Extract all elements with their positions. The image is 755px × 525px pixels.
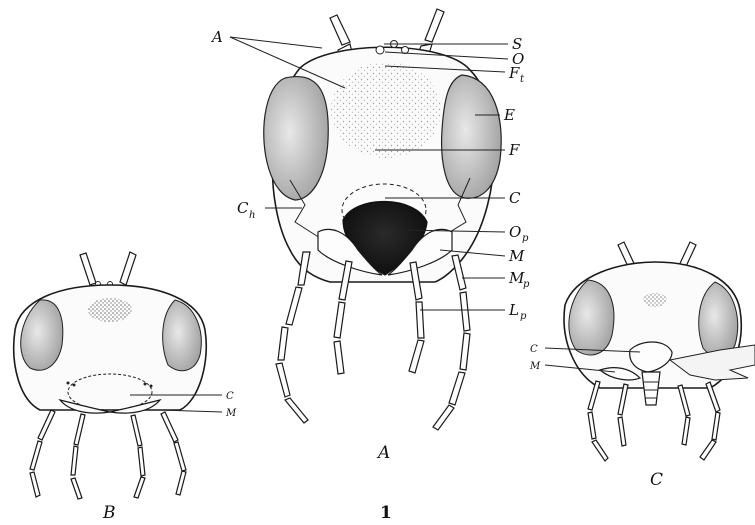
label-op: O [509,223,521,241]
figure-number: 1 [380,503,392,523]
label-ft-sub: t [520,74,525,85]
view-a-left-eye [264,77,328,200]
view-c-label-m: M [529,361,541,372]
label-ch-sub: h [249,210,255,221]
view-a-head [264,9,501,430]
view-a-frons-stipple [331,62,441,158]
view-b-label-c: C [226,391,234,402]
caption-view-b: B [102,503,116,523]
label-f: F [508,141,520,159]
view-c-head: C M [529,242,755,461]
label-ch: C [237,199,249,217]
caption-view-c: C [650,470,663,490]
label-lp: L [508,301,519,319]
label-ft: F [508,64,520,82]
label-e: E [503,106,515,124]
view-c-label-c: C [530,344,538,355]
label-m: M [508,247,525,265]
view-b-head: C M [14,252,237,499]
view-b-label-m: M [225,408,237,419]
label-c: C [509,189,521,207]
label-mp-sub: p [523,279,530,290]
view-a-right-eye [442,75,502,198]
view-b-palps [30,410,186,499]
caption-view-a: A [376,443,390,463]
label-op-sub: p [522,233,529,244]
label-antenna: A [210,28,223,46]
label-lp-sub: p [520,311,527,322]
